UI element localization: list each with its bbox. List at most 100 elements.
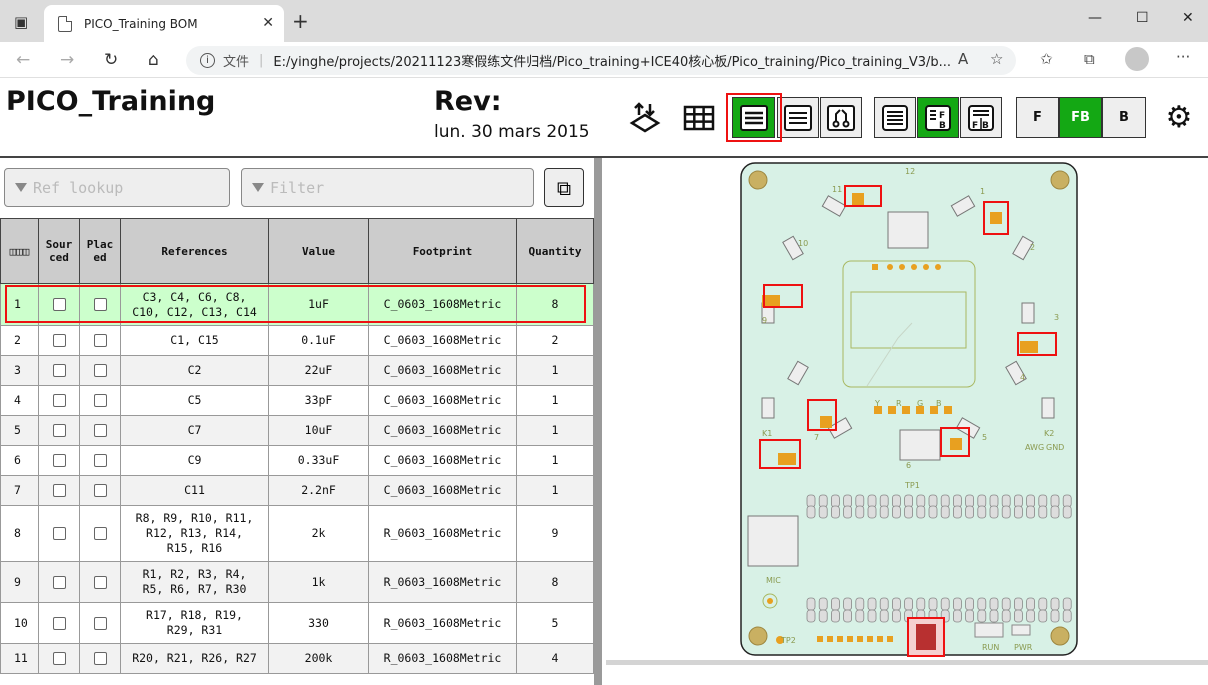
- bom-top-layout-button[interactable]: [820, 97, 862, 138]
- forward-icon[interactable]: →: [60, 50, 75, 70]
- pane-splitter[interactable]: [594, 158, 602, 685]
- header-pin: [806, 609, 816, 623]
- placed-checkbox-box[interactable]: [93, 575, 107, 589]
- bom-left-layout-button[interactable]: [777, 97, 819, 138]
- pcb-board-view[interactable]: 12 1 2 3 6 9 10 11 7 5 4 K1 K2 Y R G B T…: [602, 158, 1208, 685]
- sourced-checkbox-box[interactable]: [52, 454, 66, 467]
- collections-icon[interactable]: ⧉: [1084, 50, 1095, 68]
- placed-checkbox-box[interactable]: [93, 298, 107, 311]
- bom-only-button[interactable]: [732, 97, 775, 138]
- footprint-cell: R_0603_1608Metric: [368, 602, 517, 644]
- copy-bom-button[interactable]: ⧉: [544, 168, 584, 207]
- read-aloud-icon[interactable]: A: [958, 50, 969, 68]
- page-title: PICO_Training: [6, 86, 216, 117]
- layer-both-button[interactable]: FB: [1059, 97, 1102, 138]
- more-menu-icon[interactable]: ···: [1176, 48, 1191, 66]
- layer-front-button[interactable]: F: [1016, 97, 1059, 138]
- url-separator: |: [259, 53, 264, 68]
- ref-lookup-input[interactable]: Ref lookup: [4, 168, 230, 207]
- sourced-checkbox-box[interactable]: [52, 484, 66, 497]
- col-value[interactable]: Value: [268, 218, 369, 284]
- header-pin: [1062, 494, 1072, 508]
- close-tab-icon[interactable]: ✕: [262, 15, 274, 31]
- maximize-button[interactable]: ☐: [1136, 10, 1149, 26]
- url-text: E:/yinghe/projects/20211123寒假练文件归档/Pico_…: [273, 55, 952, 70]
- placed-checkbox-box[interactable]: [93, 652, 107, 665]
- info-icon[interactable]: i: [200, 53, 215, 68]
- footprint-cell: C_0603_1608Metric: [368, 445, 517, 476]
- bom-list-mode-button[interactable]: [874, 97, 916, 138]
- column-menu-icon[interactable]: ◫◫◫: [0, 218, 39, 284]
- home-icon[interactable]: ⌂: [148, 50, 159, 70]
- header-pin: [928, 505, 938, 519]
- grid-view-button[interactable]: [678, 97, 720, 138]
- sourced-checkbox-box[interactable]: [52, 394, 66, 407]
- placed-checkbox-box[interactable]: [93, 454, 107, 467]
- minimize-button[interactable]: —: [1088, 10, 1102, 26]
- layer-back-button[interactable]: B: [1102, 97, 1146, 138]
- sourced-checkbox-box[interactable]: [52, 298, 66, 311]
- placed-checkbox-box[interactable]: [93, 334, 107, 347]
- col-footprint[interactable]: Footprint: [368, 218, 517, 284]
- col-placed[interactable]: Plac ed: [79, 218, 121, 284]
- header-pin: [830, 505, 840, 519]
- placed-checkbox: [79, 561, 121, 603]
- header-pin: [1026, 505, 1036, 519]
- footprint-cell: C_0603_1608Metric: [368, 385, 517, 416]
- sourced-checkbox-box[interactable]: [52, 527, 66, 540]
- sourced-checkbox-box[interactable]: [52, 616, 66, 630]
- copy-icon: ⧉: [556, 175, 572, 200]
- header-pin: [891, 597, 901, 611]
- sourced-checkbox-box[interactable]: [52, 652, 66, 665]
- quantity-cell: 8: [516, 561, 594, 603]
- profile-avatar[interactable]: [1125, 47, 1149, 71]
- smd-pad: [867, 636, 873, 642]
- filter-input[interactable]: Filter: [241, 168, 534, 207]
- placed-checkbox-box[interactable]: [93, 616, 107, 630]
- tab-actions-icon[interactable]: ▣: [14, 13, 29, 31]
- new-tab-button[interactable]: +: [292, 9, 309, 33]
- col-quantity[interactable]: Quantity: [516, 218, 594, 284]
- placed-checkbox-box[interactable]: [93, 364, 107, 377]
- sourced-checkbox-box[interactable]: [52, 424, 66, 437]
- svg-text:F: F: [972, 121, 978, 131]
- svg-text:B: B: [982, 121, 989, 131]
- sourced-checkbox-box[interactable]: [52, 575, 66, 589]
- close-window-button[interactable]: ✕: [1182, 10, 1194, 26]
- placed-checkbox-box[interactable]: [93, 527, 107, 540]
- pcb-canvas-pane[interactable]: 12 1 2 3 6 9 10 11 7 5 4 K1 K2 Y R G B T…: [602, 158, 1208, 685]
- header-pin: [879, 597, 889, 611]
- header-pin: [855, 597, 865, 611]
- url-field[interactable]: i 文件 | E:/yinghe/projects/20211123寒假练文件归…: [186, 46, 1016, 75]
- refresh-icon[interactable]: ↻: [104, 50, 119, 70]
- col-sourced[interactable]: Sour ced: [38, 218, 80, 284]
- header-pin: [1038, 609, 1048, 623]
- settings-gear-icon[interactable]: ⚙: [1165, 100, 1193, 135]
- load-save-button[interactable]: [624, 97, 666, 138]
- col-references[interactable]: References: [120, 218, 269, 284]
- placed-checkbox-box[interactable]: [93, 394, 107, 407]
- sourced-checkbox-box[interactable]: [52, 334, 66, 347]
- header-pin: [1050, 597, 1060, 611]
- add-favorite-icon[interactable]: ☆: [990, 50, 1004, 68]
- placed-checkbox-box[interactable]: [93, 424, 107, 437]
- header-pin: [867, 597, 877, 611]
- back-icon[interactable]: ←: [16, 50, 31, 70]
- placed-checkbox-box[interactable]: [93, 484, 107, 497]
- browser-tab[interactable]: PICO_Training BOM ✕: [44, 5, 284, 42]
- favorites-icon[interactable]: ✩: [1040, 50, 1053, 68]
- sourced-checkbox-box[interactable]: [52, 364, 66, 377]
